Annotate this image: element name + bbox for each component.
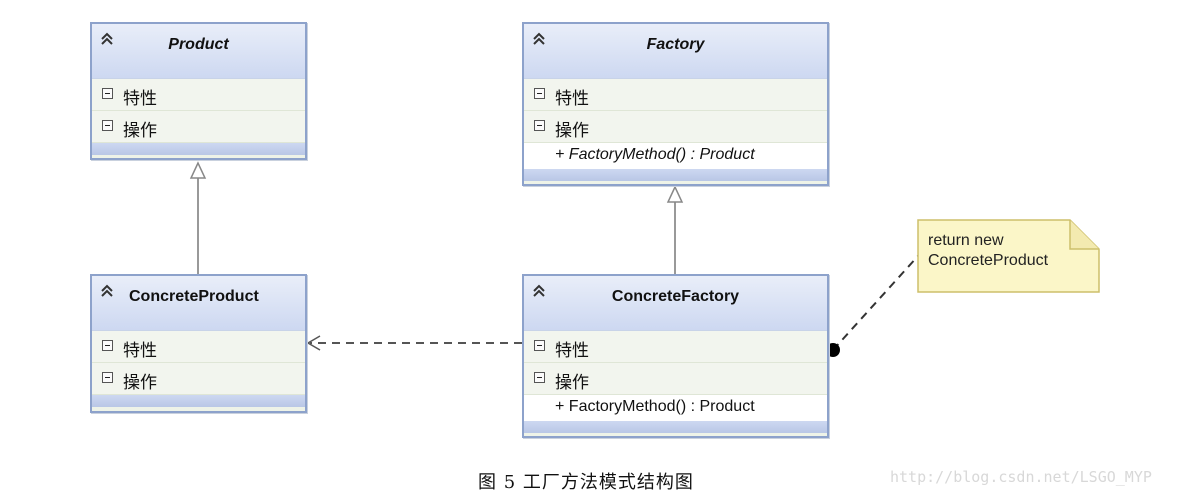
operations-label: 操作 [555,373,589,393]
factory-operations-compartment[interactable]: 操作 [524,111,827,143]
collapse-chevron-icon[interactable] [98,30,116,48]
concrete-factory-operation-row[interactable]: + FactoryMethod() : Product [524,395,827,421]
note-shape [917,219,1100,293]
factory-attributes-compartment[interactable]: 特性 [524,79,827,111]
inheritance-arrowhead-product [189,161,207,179]
concrete-product-class-name: ConcreteProduct [129,288,259,305]
operations-label: 操作 [555,121,589,141]
concrete-product-operations-compartment[interactable]: 操作 [92,363,305,395]
collapse-chevron-icon[interactable] [530,30,548,48]
product-operations-compartment[interactable]: 操作 [92,111,305,143]
attributes-label: 特性 [123,89,157,109]
note-text: return new ConcreteProduct [928,232,1049,269]
concrete-factory-class-footer [524,421,827,433]
collapse-minus-icon[interactable] [534,88,545,99]
attributes-label: 特性 [123,341,157,361]
concrete-factory-operations-compartment[interactable]: 操作 [524,363,827,395]
attributes-label: 特性 [555,341,589,361]
operations-label: 操作 [123,121,157,141]
factory-class[interactable]: Factory 特性 操作 + FactoryMethod() : Produc… [522,22,829,186]
factory-class-header: Factory [524,24,827,79]
note-fold [1069,220,1099,250]
factory-class-footer [524,169,827,181]
collapse-minus-icon[interactable] [534,120,545,131]
concrete-product-class-header: ConcreteProduct [92,276,305,331]
collapse-minus-icon[interactable] [102,340,113,351]
product-class-name: Product [168,36,229,53]
operations-label: 操作 [123,373,157,393]
collapse-minus-icon[interactable] [102,120,113,131]
factory-class-name: Factory [646,36,705,53]
collapse-chevron-icon[interactable] [98,282,116,300]
concrete-factory-class-header: ConcreteFactory [524,276,827,331]
product-class-header: Product [92,24,305,79]
concrete-product-class-footer [92,395,305,407]
watermark: http://blog.csdn.net/LSGO_MYP [890,468,1152,486]
collapse-minus-icon[interactable] [534,340,545,351]
concrete-product-attributes-compartment[interactable]: 特性 [92,331,305,363]
note[interactable]: return new ConcreteProduct [918,220,1098,292]
attributes-label: 特性 [555,89,589,109]
collapse-minus-icon[interactable] [102,88,113,99]
concrete-factory-class[interactable]: ConcreteFactory 特性 操作 + FactoryMethod() … [522,274,829,438]
note-connector-line [832,255,919,351]
inheritance-arrowhead-factory [666,185,684,203]
product-class[interactable]: Product 特性 操作 [90,22,307,160]
factory-method-operation: + FactoryMethod() : Product [555,398,755,415]
concrete-factory-attributes-compartment[interactable]: 特性 [524,331,827,363]
dependency-arrowhead [306,335,321,351]
collapse-chevron-icon[interactable] [530,282,548,300]
factory-operation-row[interactable]: + FactoryMethod() : Product [524,143,827,169]
product-class-footer [92,143,305,155]
concrete-factory-class-name: ConcreteFactory [611,288,740,305]
figure-caption: 图 5 工厂方法模式结构图 [478,472,694,493]
collapse-minus-icon[interactable] [102,372,113,383]
factory-method-operation: + FactoryMethod() : Product [555,146,755,163]
note-anchor-dot [826,343,840,357]
collapse-minus-icon[interactable] [534,372,545,383]
concrete-product-class[interactable]: ConcreteProduct 特性 操作 [90,274,307,413]
product-attributes-compartment[interactable]: 特性 [92,79,305,111]
